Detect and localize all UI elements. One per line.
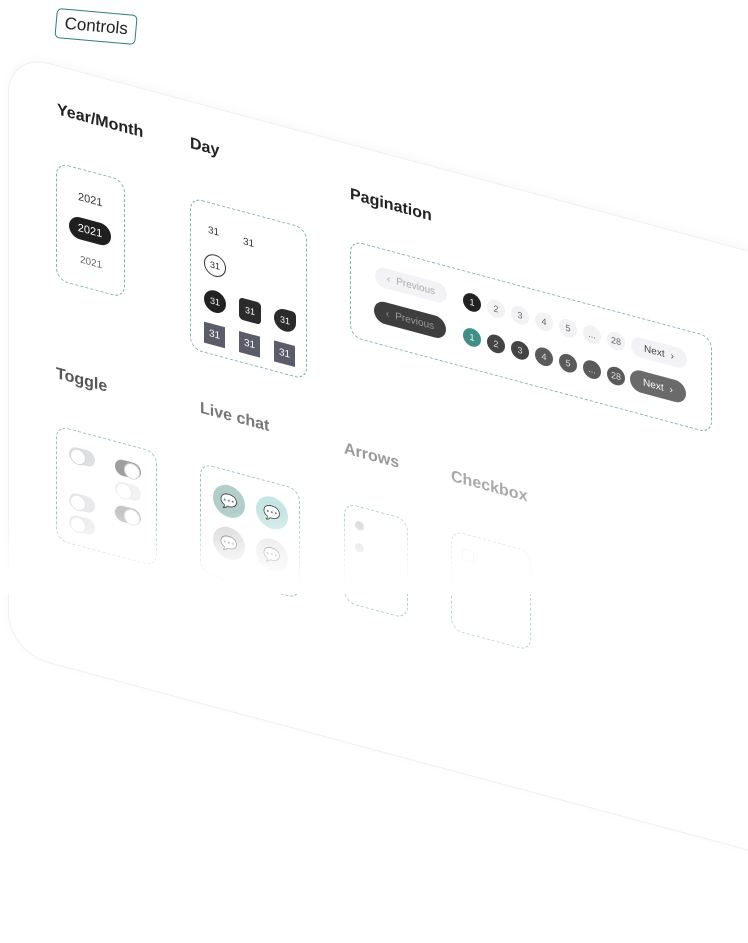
next-label: Next xyxy=(643,376,664,394)
page-button[interactable]: 28 xyxy=(607,329,625,353)
page-button[interactable]: ... xyxy=(583,358,601,382)
previous-label: Previous xyxy=(396,275,436,298)
toggle-small-on[interactable] xyxy=(115,503,141,527)
year-option[interactable]: 2021 xyxy=(78,190,103,210)
page-button[interactable]: 4 xyxy=(535,345,553,369)
day-picker[interactable]: 31 31 31 31 31 31 31 31 31 xyxy=(190,196,307,381)
toggle-small-off[interactable] xyxy=(69,513,95,537)
next-label: Next xyxy=(644,343,665,360)
chevron-left-icon: ‹ xyxy=(386,273,391,286)
arrow-left-icon[interactable] xyxy=(355,520,364,532)
page-button[interactable]: 3 xyxy=(511,338,529,362)
next-button-dark[interactable]: Next › xyxy=(630,367,686,405)
toggle-on[interactable] xyxy=(115,457,141,481)
day-plain[interactable]: 31 xyxy=(208,224,220,239)
page-button[interactable]: 5 xyxy=(559,316,577,340)
chat-bubble-icon[interactable]: 💬 xyxy=(213,523,245,564)
day-dark-shape[interactable]: 31 xyxy=(274,306,296,335)
previous-label: Previous xyxy=(395,310,435,332)
checkbox[interactable] xyxy=(462,547,474,564)
page-button[interactable]: 1 xyxy=(463,291,481,314)
page-button[interactable]: 3 xyxy=(511,303,529,327)
checkbox-panel xyxy=(451,529,531,652)
page-button[interactable]: 28 xyxy=(607,364,625,388)
day-outlined[interactable]: 31 xyxy=(204,251,226,280)
day-square[interactable]: 31 xyxy=(274,340,295,368)
year-selected[interactable]: 2021 xyxy=(69,214,111,248)
toggle-disabled[interactable] xyxy=(115,479,141,503)
arrow-left-icon[interactable] xyxy=(355,542,364,554)
day-plain[interactable]: 31 xyxy=(243,236,255,251)
chevron-right-icon: › xyxy=(669,383,673,396)
chat-bubble-icon[interactable]: 💬 xyxy=(256,492,288,534)
chevron-right-icon: › xyxy=(670,350,674,363)
page-button[interactable]: 1 xyxy=(463,326,481,349)
arrows-panel xyxy=(344,502,408,620)
next-button-light[interactable]: Next › xyxy=(631,335,687,371)
chat-bubble-icon[interactable]: 💬 xyxy=(213,481,245,522)
page-button[interactable]: 2 xyxy=(487,332,505,356)
chat-bubble-icon[interactable]: 💬 xyxy=(256,534,288,576)
toggle-small-off[interactable] xyxy=(69,491,95,515)
page-button[interactable]: 5 xyxy=(559,351,577,375)
previous-button-light[interactable]: ‹ Previous xyxy=(375,265,447,305)
day-square[interactable]: 31 xyxy=(204,321,225,349)
chevron-left-icon: ‹ xyxy=(385,307,390,320)
day-dark-rounded[interactable]: 31 xyxy=(239,297,261,325)
year-picker[interactable]: 2021 2021 2021 xyxy=(56,162,125,299)
previous-button-dark[interactable]: ‹ Previous xyxy=(374,299,446,341)
page-button[interactable]: ... xyxy=(583,323,601,347)
year-option[interactable]: 2021 xyxy=(80,254,103,272)
page-button[interactable]: 4 xyxy=(535,310,553,334)
day-square[interactable]: 31 xyxy=(239,331,260,358)
toggle-off[interactable] xyxy=(69,445,95,469)
page-button[interactable]: 2 xyxy=(487,297,505,321)
day-dark-circle[interactable]: 31 xyxy=(204,287,226,316)
